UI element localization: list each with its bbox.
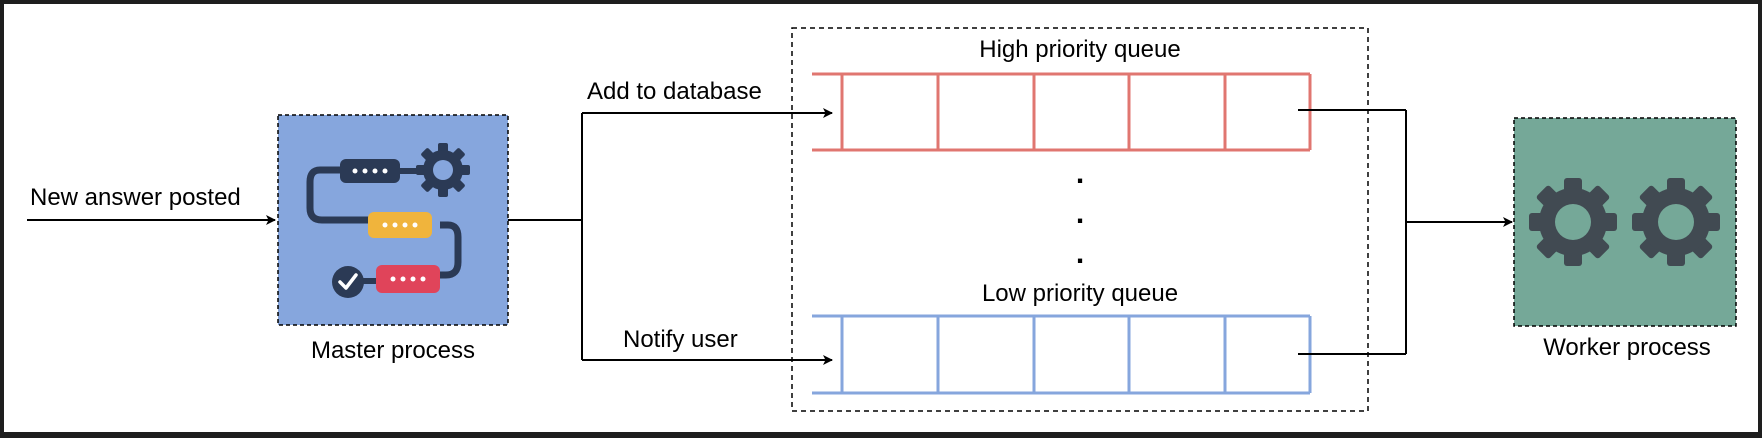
worker-process-label: Worker process [1543,334,1711,361]
workflow-pipeline-icon [306,143,470,298]
master-process-node [277,114,509,326]
high-priority-queue-label: High priority queue [979,36,1180,63]
ellipsis-dot: . [1076,237,1084,270]
gear-icon [1632,178,1720,266]
gear-icon [1529,178,1617,266]
low-priority-queue-label: Low priority queue [982,280,1178,307]
queue-group-container [791,27,1369,412]
branch-connectors [508,108,833,365]
worker-process-node [1513,117,1737,327]
check-icon [332,266,364,298]
gears-icon [1529,178,1720,266]
input-event-label: New answer posted [30,184,241,211]
ellipsis-dot: . [1076,197,1084,230]
low-priority-queue [812,314,1312,395]
notify-user-label: Notify user [623,326,738,353]
master-process-label: Master process [311,337,475,364]
high-priority-queue [812,72,1312,152]
ellipsis-dot: . [1076,157,1084,190]
diagram-background [4,4,1758,432]
gear-icon [416,143,470,197]
add-database-label: Add to database [587,78,762,105]
merge-connectors [1298,109,1513,355]
